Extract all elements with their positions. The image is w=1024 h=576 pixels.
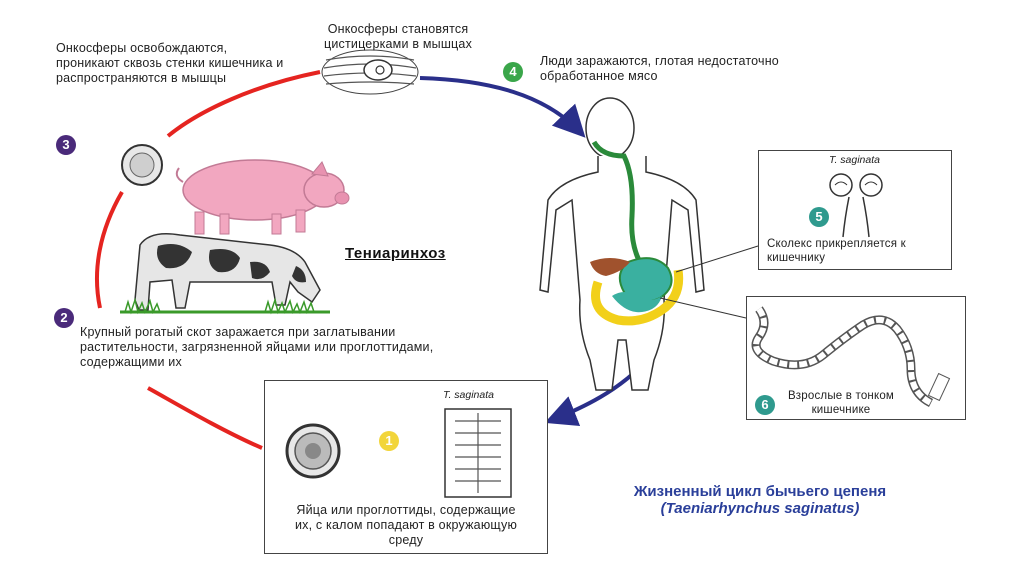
- cow-image: [120, 233, 330, 315]
- step-2-label: Крупный рогатый скот заражается при загл…: [80, 325, 434, 369]
- arrow-oncosphere-to-muscle: [166, 70, 321, 138]
- step-6-label: Взрослые в тонком кишечнике: [787, 390, 895, 416]
- step-6-number: 6: [755, 395, 775, 415]
- cysticercus-in-muscle-image: [321, 49, 419, 95]
- adult-worm-box: Взрослые в тонком кишечнике 6: [746, 296, 966, 420]
- step-5-number: 5: [809, 207, 829, 227]
- cycle-title-line1: Жизненный цикл бычьего цепеня: [633, 483, 887, 500]
- scolex-image: [829, 173, 883, 238]
- step-5-label: Сколекс прикрепляется к кишечнику: [767, 238, 906, 264]
- arrow-eggs-to-cattle: [147, 386, 263, 450]
- egg-and-proglottid-image: [285, 408, 512, 498]
- scolex-box: T. saginata 5 Сколекс прикрепляется к ки…: [758, 150, 952, 270]
- pointer-step5: [675, 245, 759, 273]
- step-4-number: 4: [503, 62, 523, 82]
- arrow-cattle-to-oncosphere: [94, 190, 124, 309]
- step-4-label: Люди заражаются, глотая недостаточно обр…: [540, 54, 779, 83]
- step-3-number: 3: [56, 135, 76, 155]
- step-2-number: 2: [54, 308, 74, 328]
- step-1-number: 1: [379, 431, 399, 451]
- cysticerci-label: Онкосферы становятся цистицерками в мышц…: [323, 22, 473, 51]
- species-label-eggs: T. saginata: [443, 389, 494, 401]
- step-1-label: Яйца или проглоттиды, содержащие их, с к…: [294, 503, 518, 547]
- human-body-image: [539, 97, 705, 391]
- step-3-label: Онкосферы освобождаются, проникают сквоз…: [56, 41, 284, 85]
- pointer-step6: [659, 297, 747, 319]
- arrow-human-to-eggs: [544, 370, 637, 427]
- arrow-cysticerci-to-human: [419, 76, 586, 138]
- pig-image: [175, 159, 350, 235]
- eggs-box: T. saginata 1 Яйца или проглоттиды, соде…: [264, 380, 548, 554]
- cycle-title: Жизненный цикл бычьего цепеня (Taeniarhy…: [550, 483, 970, 517]
- oncosphere-image: [121, 144, 163, 186]
- page-title: Тениаринхоз: [345, 245, 446, 262]
- adult-worm-image: [751, 306, 951, 408]
- species-label-scolex: T. saginata: [829, 154, 880, 166]
- cycle-title-line2: (Taeniarhynchus saginatus): [660, 500, 860, 517]
